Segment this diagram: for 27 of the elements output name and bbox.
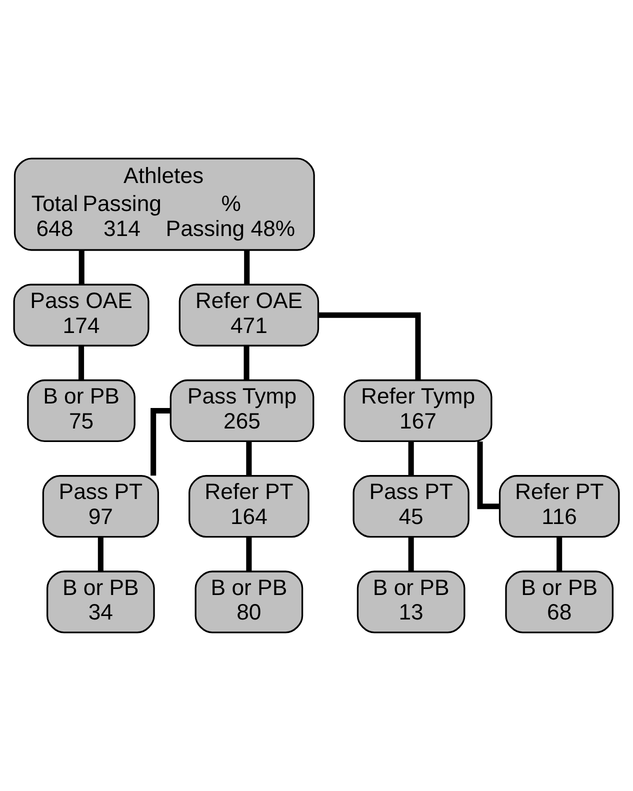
- node-box: Pass PT 45: [352, 475, 470, 538]
- node-box: B or PB 75: [27, 379, 136, 442]
- connector: [244, 250, 250, 284]
- node-box: Pass PT 97: [42, 475, 160, 538]
- connector: [246, 537, 252, 572]
- connector: [556, 537, 562, 572]
- connector: [98, 537, 104, 572]
- node-box: Athletes Total 648 Passing 314 % Passing 48%: [14, 158, 315, 251]
- connector: [150, 408, 170, 476]
- connector: [246, 442, 252, 476]
- node-box: B or PB 80: [194, 570, 304, 634]
- node-box: B or PB 68: [505, 570, 614, 634]
- node-box: B or PB 34: [46, 570, 155, 634]
- node-box: Refer PT 116: [498, 475, 620, 538]
- connector: [318, 312, 421, 380]
- connector: [244, 346, 250, 380]
- node-box: B or PB 13: [356, 570, 466, 634]
- connector: [78, 346, 84, 380]
- node-box: Refer OAE 471: [178, 284, 320, 346]
- node-box: Pass Tymp 265: [170, 379, 314, 442]
- node-box: Pass OAE 174: [13, 284, 150, 346]
- connector: [78, 250, 84, 284]
- connector: [477, 442, 500, 510]
- connector: [408, 537, 414, 572]
- node-box: Refer Tymp 167: [344, 379, 492, 442]
- node-box: Refer PT 164: [188, 475, 310, 538]
- connector: [408, 442, 414, 476]
